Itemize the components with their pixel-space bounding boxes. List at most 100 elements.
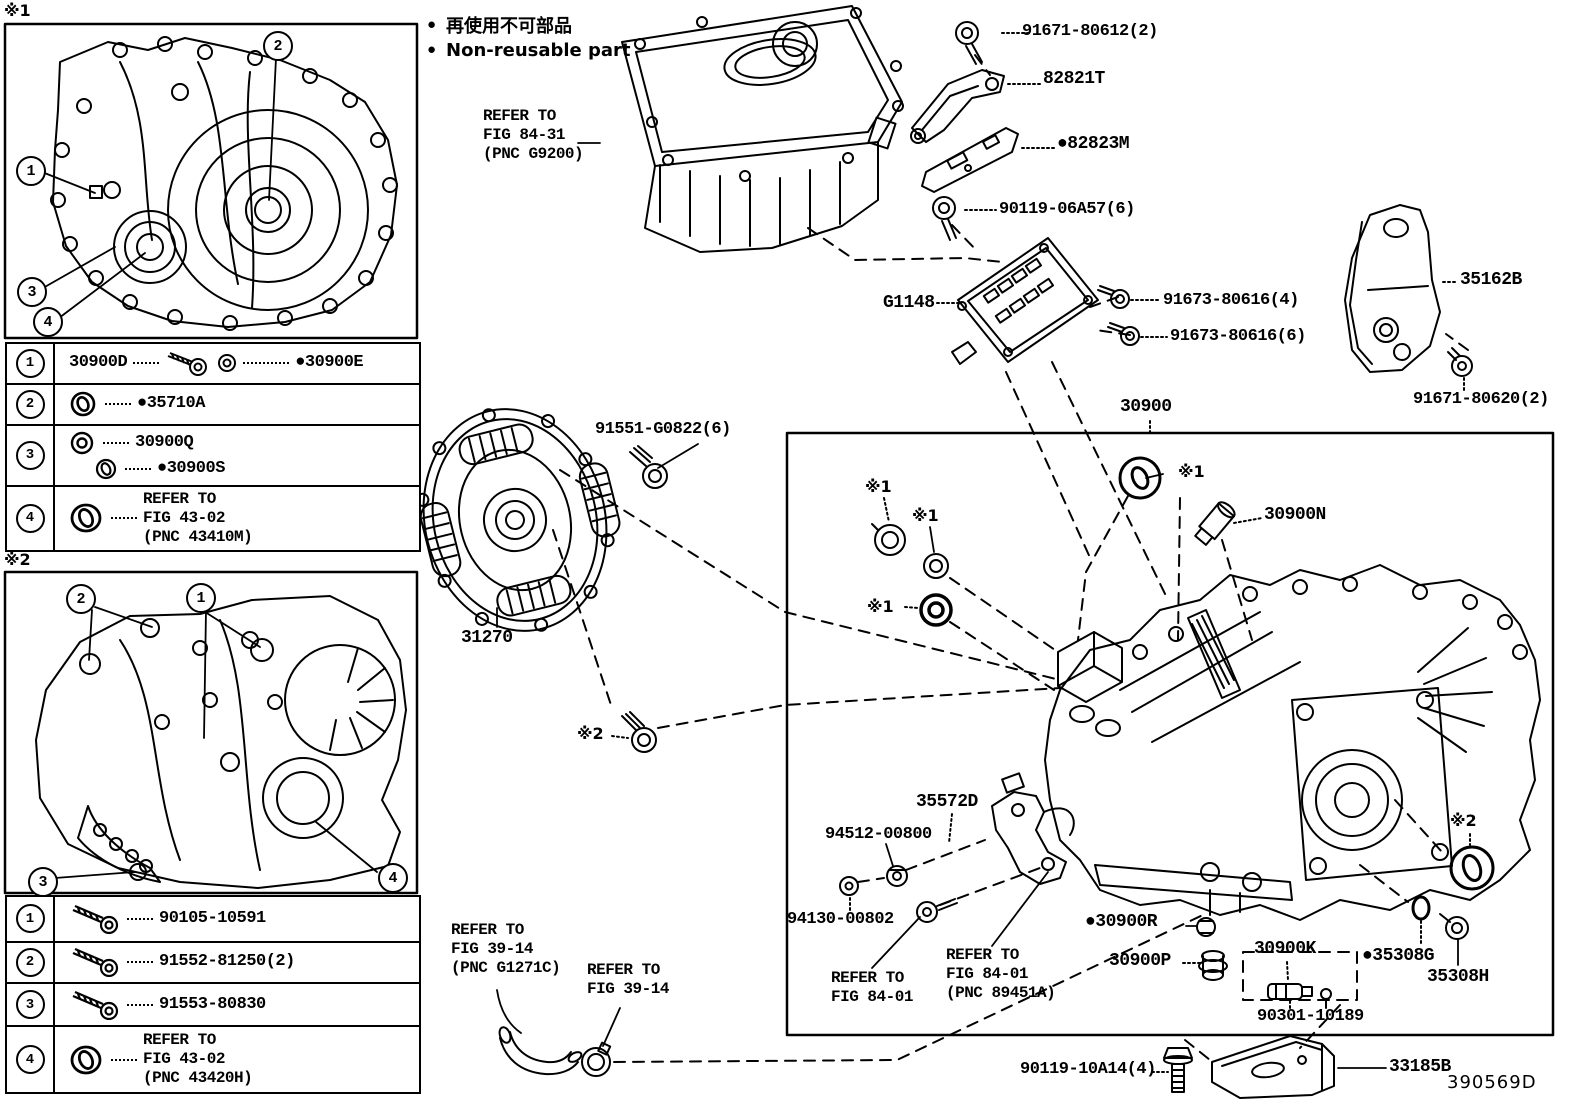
ecu-connectors bbox=[982, 257, 1055, 324]
stay-82823M-drawing bbox=[921, 127, 1019, 193]
cover-35162B-drawing bbox=[1344, 204, 1441, 373]
bolt-91671-80612 bbox=[955, 21, 983, 65]
oring-35308G bbox=[1411, 895, 1431, 921]
bolt-icon bbox=[72, 948, 119, 978]
legend-table-1: 1 30900D ●30900E 2 bbox=[5, 342, 421, 552]
star1-marker: ※1 bbox=[1178, 462, 1205, 481]
callout-2-panel2: 2 bbox=[66, 584, 96, 614]
part-label-G1148: G1148 bbox=[883, 293, 935, 313]
legend-row-en: ● Non-reusable part bbox=[427, 40, 631, 61]
bolt-91673-4 bbox=[1097, 285, 1130, 309]
transaxle-view1-drawing bbox=[41, 36, 398, 331]
part-label-35162B: 35162B bbox=[1460, 270, 1522, 290]
seal-icon bbox=[70, 391, 96, 417]
star1-marker: ※1 bbox=[865, 477, 892, 496]
table-row: 2 91552-81250(2) bbox=[7, 940, 419, 983]
bracket-33185B bbox=[1211, 1035, 1335, 1099]
cooling-fins bbox=[1417, 627, 1493, 753]
callout-3-panel1: 3 bbox=[17, 277, 47, 307]
seal-star2-right bbox=[1449, 845, 1495, 891]
part-number: ●30900S bbox=[157, 459, 225, 479]
leader-line bbox=[133, 362, 160, 365]
ecu-G1148-drawing bbox=[951, 237, 1099, 365]
row-number: 4 bbox=[15, 1045, 45, 1075]
bolt-90301 bbox=[1320, 988, 1332, 1009]
nut-30900R bbox=[1196, 917, 1216, 937]
callout-1-panel1: 1 bbox=[16, 156, 46, 186]
seal-star1-c bbox=[919, 593, 953, 627]
part-label-90119-06A57: 90119-06A57(6) bbox=[999, 200, 1135, 219]
dotted-leaders bbox=[611, 32, 1471, 1073]
part-number: 30900Q bbox=[135, 433, 194, 453]
leader-line bbox=[111, 1058, 137, 1061]
grommet-30900P bbox=[1198, 950, 1228, 981]
star-opening bbox=[329, 647, 394, 751]
bracket-82821T-drawing bbox=[910, 69, 1005, 144]
panel1-marker: ※1 bbox=[4, 1, 31, 20]
table-row: 4 REFER TO FIG 43-02 (PNC 43410M) bbox=[7, 484, 419, 550]
part-label-35572D: 35572D bbox=[916, 792, 978, 812]
transaxle-assembly-drawing bbox=[1044, 564, 1541, 921]
callout-1-panel2: 1 bbox=[186, 583, 216, 613]
part-label-35308G: ●35308G bbox=[1362, 946, 1435, 966]
part-label-90119-10A14: 90119-10A14(4) bbox=[1020, 1060, 1156, 1079]
leader-line bbox=[127, 917, 153, 920]
solid-leaders bbox=[496, 142, 1459, 1069]
screw-star2-left bbox=[621, 711, 657, 753]
star1-marker: ※1 bbox=[912, 506, 939, 525]
hose-drawing bbox=[498, 1026, 583, 1076]
bolt-icon bbox=[167, 352, 208, 377]
bolt-91551 bbox=[629, 445, 668, 489]
leader-line bbox=[111, 517, 137, 520]
seal-icon bbox=[70, 1045, 102, 1074]
part-number: 91553-80830 bbox=[159, 994, 266, 1014]
panel1-frame bbox=[3, 22, 419, 340]
part-number: ●35710A bbox=[137, 394, 205, 414]
part-label-91671-80620: 91671-80620(2) bbox=[1413, 390, 1549, 409]
bracket-35572D bbox=[991, 772, 1075, 885]
star2-marker: ※2 bbox=[1450, 811, 1477, 830]
part-label-91671-80612: 91671-80612(2) bbox=[1022, 22, 1158, 41]
leader-line bbox=[103, 442, 129, 445]
part-number: ●30900E bbox=[295, 353, 364, 373]
part-label-33185B: 33185B bbox=[1389, 1057, 1451, 1077]
leader-line bbox=[105, 403, 131, 406]
refer-fig-84-01-pnc-note: REFER TO FIG 84-01 (PNC 89451A) bbox=[946, 946, 1056, 1002]
callout-4-panel2: 4 bbox=[378, 863, 408, 893]
table-row: 3 30900Q ●30900S bbox=[7, 423, 419, 485]
seal-star1-d bbox=[1118, 456, 1162, 500]
figure-number: 390569D bbox=[1447, 1072, 1537, 1093]
part-label-30900P: 30900P bbox=[1109, 951, 1171, 971]
nut-icon bbox=[218, 354, 237, 373]
legend-text-jp: 再使用不可部品 bbox=[446, 16, 573, 37]
transaxle-view2-drawing bbox=[35, 595, 407, 889]
part-label-91551-G0822: 91551-G0822(6) bbox=[595, 420, 731, 439]
table-row: 1 30900D ●30900E bbox=[7, 344, 419, 383]
part-number: 30900D bbox=[69, 353, 128, 373]
part-label-82823M: ●82823M bbox=[1057, 134, 1130, 154]
part-label-91673-80616-4: 91673-80616(4) bbox=[1163, 291, 1299, 310]
leader-line bbox=[127, 1003, 153, 1006]
part-number: 90105-10591 bbox=[159, 908, 266, 928]
row-number: 3 bbox=[15, 990, 45, 1020]
nut-94130 bbox=[839, 876, 859, 896]
part-label-91673-80616-6: 91673-80616(6) bbox=[1170, 327, 1306, 346]
table-row: 2 ●35710A bbox=[7, 382, 419, 424]
bolt-35308H bbox=[1439, 913, 1469, 940]
leader-line bbox=[125, 468, 151, 471]
refer-note: REFER TO FIG 43-02 (PNC 43410M) bbox=[143, 490, 253, 546]
legend-table-2: 1 90105-10591 2 91552-81250(2) bbox=[5, 895, 421, 1094]
bolt-91673-6 bbox=[1107, 322, 1140, 346]
star1-marker: ※1 bbox=[867, 597, 894, 616]
refer-fig-39-14-note: REFER TO FIG 39-14 bbox=[587, 961, 669, 998]
table-row: 4 REFER TO FIG 43-02 (PNC 43420H) bbox=[7, 1025, 419, 1092]
leader-line bbox=[243, 362, 290, 365]
bolt-90119-10A14 bbox=[1163, 1047, 1193, 1093]
panel2-marker: ※2 bbox=[4, 550, 31, 569]
legend-text-en: Non-reusable part bbox=[446, 40, 631, 61]
breather-plug-30900N bbox=[1194, 501, 1236, 546]
table-row: 1 90105-10591 bbox=[7, 897, 419, 941]
legend-row-jp: ● 再使用不可部品 bbox=[427, 12, 572, 38]
row-number: 2 bbox=[15, 389, 45, 419]
